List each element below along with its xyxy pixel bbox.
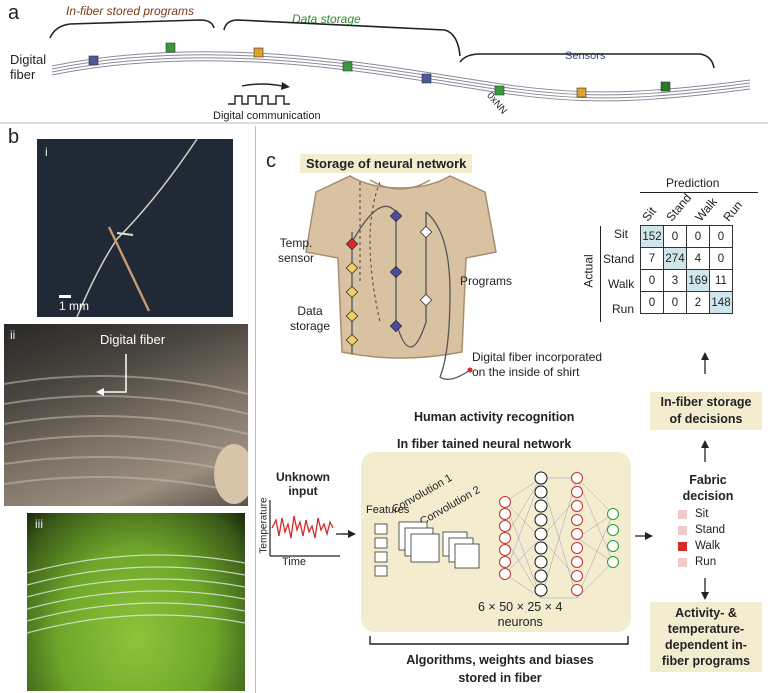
algorithms-label: Algorithms, weights and biases stored in…: [406, 653, 594, 685]
photo-ii-label: ii: [10, 328, 16, 342]
decision-legend: Sit Stand Walk Run: [678, 506, 725, 570]
photo-green-knit: iii: [27, 513, 245, 691]
prediction-underline: [640, 192, 758, 193]
legend-swatch: [678, 541, 687, 551]
panel-a-letter: a: [8, 2, 20, 24]
legend-item: Sit: [678, 506, 725, 522]
output-arrow: [635, 532, 653, 540]
fiber-needle-illustration: [76, 139, 198, 317]
table-cell: 4: [686, 247, 710, 270]
table-cell: 3: [663, 269, 687, 292]
input-arrow: [336, 530, 356, 538]
table-cell: 2: [686, 291, 710, 314]
legend-label: Walk: [695, 540, 721, 552]
table-cell: 152: [640, 225, 664, 248]
digital-communication-label: Digital communication: [213, 110, 321, 122]
panel-c-letter: c: [266, 150, 276, 172]
temperature-axis-label: Temperature: [258, 497, 270, 554]
scale-bar-label: 1 mm: [59, 299, 89, 313]
panel-b-letter: b: [8, 126, 20, 148]
trained-nn-title: In fiber tained neural network: [397, 437, 572, 451]
col-header-run: Run: [720, 198, 746, 224]
time-axis-label: Time: [282, 556, 307, 568]
col-header-sit: Sit: [639, 204, 660, 224]
sensors-label: Sensors: [565, 50, 606, 62]
table-cell: 0: [709, 247, 733, 270]
photo-iii-label: iii: [35, 517, 43, 531]
table-cell: 169: [686, 269, 710, 292]
actual-label: Actual: [581, 254, 596, 288]
table-cell: 0: [709, 225, 733, 248]
table-row: 152 0 0 0: [640, 225, 733, 248]
row-header-sit: Sit: [614, 227, 629, 241]
legend-swatch: [678, 509, 687, 519]
temp-sensor-label: Temp. sensor: [278, 236, 315, 265]
table-row: 0 0 2 148: [640, 291, 733, 314]
legend-label: Run: [695, 556, 717, 568]
activity-programs: Activity- & temperature- dependent in- f…: [650, 602, 762, 672]
in-fiber-storage-decisions: In-fiber storage of decisions: [650, 392, 762, 430]
legend-item: Run: [678, 554, 725, 570]
digital-fiber-callout: Digital fiber: [100, 332, 166, 347]
col-header-stand: Stand: [663, 190, 695, 224]
legend-swatch: [678, 525, 687, 535]
neuron-count: 6 × 50 × 25 × 4 neurons: [478, 600, 563, 629]
legend-item: Stand: [678, 522, 725, 538]
row-header-stand: Stand: [603, 252, 635, 266]
table-cell: 0: [663, 291, 687, 314]
neural-network-diagram: [374, 471, 619, 599]
flow-arrows: [701, 352, 709, 600]
photo-i-label: i: [45, 145, 48, 159]
col-header-walk: Walk: [692, 194, 720, 224]
table-cell: 0: [686, 225, 710, 248]
table-cell: 11: [709, 269, 733, 292]
table-cell: 0: [663, 225, 687, 248]
fiber-incorporated-label: Digital fiber incorporated on the inside…: [472, 350, 603, 379]
photo-fiber-needle: i 1 mm: [37, 139, 233, 317]
scale-bar: [59, 295, 71, 298]
data-storage-label: Data storage: [292, 12, 361, 26]
row-header-walk: Walk: [608, 277, 635, 291]
legend-item: Walk: [678, 538, 725, 554]
prediction-label: Prediction: [666, 176, 720, 190]
table-cell: 7: [640, 247, 664, 270]
stored-programs-label: In-fiber stored programs: [66, 4, 195, 18]
algorithms-bracket: [369, 636, 629, 645]
actual-line: [600, 226, 601, 322]
green-knit-texture: [27, 554, 245, 634]
legend-label: Sit: [695, 508, 709, 520]
table-row: 0 3 169 11: [640, 269, 733, 292]
table-cell: 148: [709, 291, 733, 314]
legend-label: Stand: [695, 524, 726, 536]
confusion-matrix: 152 0 0 0 7 274 4 0 0 3 169 11 0 0 2 148: [640, 225, 733, 314]
table-cell: 274: [663, 247, 687, 270]
features-label: Features: [366, 504, 410, 516]
fiber-chip: [88, 42, 671, 98]
row-header-run: Run: [612, 302, 635, 316]
table-row: 7 274 4 0: [640, 247, 733, 270]
data-storage-shirt-label: Data storage: [290, 304, 331, 333]
table-cell: 0: [640, 291, 664, 314]
digital-fiber-label: Digital fiber: [10, 52, 47, 82]
fabric-decision-title: Fabric decision: [682, 473, 734, 503]
storage-title: Storage of neural network: [300, 154, 473, 173]
legend-swatch: [678, 557, 687, 567]
photo-knit-sleeve: ii Digital fiber: [4, 324, 248, 506]
knit-texture: [4, 354, 248, 504]
unknown-input-label: Unknown input: [276, 470, 330, 498]
programs-label: Programs: [460, 274, 513, 288]
table-cell: 0: [640, 269, 664, 292]
fiber-diagram: [0, 19, 768, 124]
har-title: Human activity recognition: [414, 410, 575, 424]
shirt-illustration: [305, 175, 497, 380]
panel-divider: [255, 126, 256, 693]
